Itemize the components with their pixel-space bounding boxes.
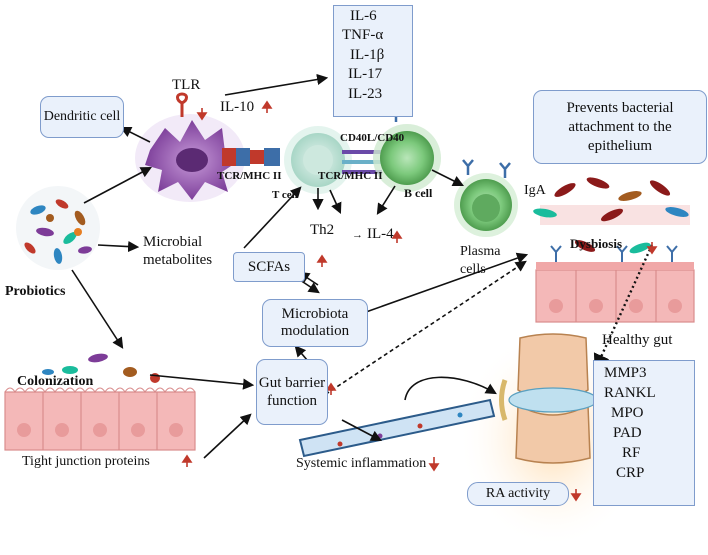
cd40-label: CD40L/CD40 <box>340 132 405 144</box>
ra-activity-box: RA activity <box>467 482 569 506</box>
marker-mpo: MPO <box>611 405 644 421</box>
probiotics-graphic <box>16 186 100 270</box>
marker-rankl: RANKL <box>604 385 656 401</box>
microbiota-modulation-box: Microbiota modulation <box>262 299 368 347</box>
b-cell-label: B cell <box>404 186 433 200</box>
plasma-cells-label: Plasma cells <box>460 244 501 277</box>
tight-junction-label: Tight junction proteins <box>22 454 150 469</box>
cytokines-box <box>333 5 413 117</box>
colonization-label: Colonization <box>17 374 94 389</box>
tlr-label: TLR <box>172 77 201 93</box>
th2-label: Th2 <box>310 222 335 238</box>
dendritic-cell-graphic <box>135 92 280 202</box>
ra-markers-box <box>593 360 695 506</box>
probiotics-label: Probiotics <box>5 284 66 299</box>
b-cell-graphic <box>373 104 441 192</box>
dendritic-cell-box: Dendritic cell <box>40 96 124 138</box>
marker-rf: RF <box>622 445 641 461</box>
healthy-gut-label: Healthy gut <box>602 332 673 348</box>
iga-label: IgA <box>524 183 546 198</box>
dysbiosis-label: Dysbiosis <box>570 236 623 251</box>
cd40-connectors <box>342 150 382 174</box>
il10-label: IL-10 <box>220 99 255 115</box>
scfas-box: SCFAs <box>233 252 305 282</box>
cytokine-tnf: TNF-α <box>342 27 384 43</box>
colonization-epithelium <box>4 353 196 451</box>
marker-pad: PAD <box>613 425 642 441</box>
marker-crp: CRP <box>616 465 645 481</box>
cytokine-il6: IL-6 <box>350 8 377 24</box>
cytokine-il1b: IL-1β <box>350 47 385 63</box>
arrow-set <box>71 73 654 459</box>
systemic-inflammation-label: Systemic inflammation <box>296 456 427 471</box>
cytokine-il23: IL-23 <box>348 86 383 102</box>
t-cell-graphic <box>284 126 352 194</box>
cytokine-il17: IL-17 <box>348 66 383 82</box>
t-cell-label: T cell <box>272 189 298 201</box>
tcr-mhc-right: TCR/MHC II <box>318 170 383 182</box>
healthy-gut-graphic <box>533 177 695 323</box>
prevents-attachment-box: Prevents bacterial attachment to the epi… <box>533 90 707 164</box>
il4-label: IL-4 <box>367 226 394 242</box>
marker-mmp3: MMP3 <box>604 365 647 381</box>
microbial-metabolites-label: Microbial metabolites <box>143 234 213 268</box>
gut-barrier-box: Gut barrier function <box>256 359 328 425</box>
tcr-mhc-left: TCR/MHC II <box>217 170 282 182</box>
plasma-cell-graphic <box>454 159 518 237</box>
